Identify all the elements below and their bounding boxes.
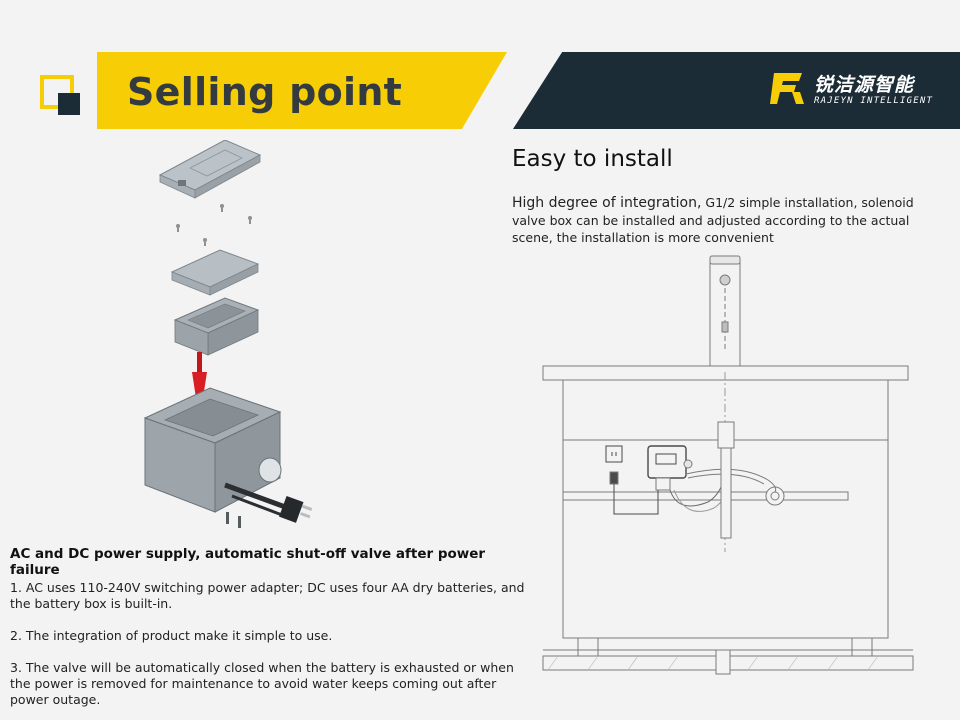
- page-title: Selling point: [127, 70, 403, 114]
- install-heading: Easy to install: [512, 146, 673, 172]
- install-description-lead: High degree of integration,: [512, 195, 702, 211]
- sink-installation-diagram: [542, 255, 914, 675]
- corner-square-icon: [40, 75, 80, 115]
- rajeyn-logo-icon: [770, 73, 804, 104]
- solenoid-valve-box-illustration: [143, 140, 313, 528]
- power-point-2: 2. The integration of product make it si…: [10, 628, 333, 643]
- brand-name-en: RAJEYN INTELLIGENT: [814, 96, 934, 106]
- brand-logo: 锐洁源智能 RAJEYN INTELLIGENT: [770, 70, 940, 110]
- power-point-3: 3. The valve will be automatically close…: [10, 660, 514, 707]
- power-point-1: 1. AC uses 110-240V switching power adap…: [10, 580, 525, 611]
- brand-band: [513, 52, 960, 129]
- install-description: High degree of integration, G1/2 simple …: [512, 194, 932, 246]
- title-band: [97, 52, 507, 129]
- brand-name-cn: 锐洁源智能: [814, 74, 915, 96]
- install-description-body: G1/2 simple installation, solenoid valve…: [512, 195, 914, 245]
- power-supply-heading: AC and DC power supply, automatic shut-o…: [10, 546, 486, 578]
